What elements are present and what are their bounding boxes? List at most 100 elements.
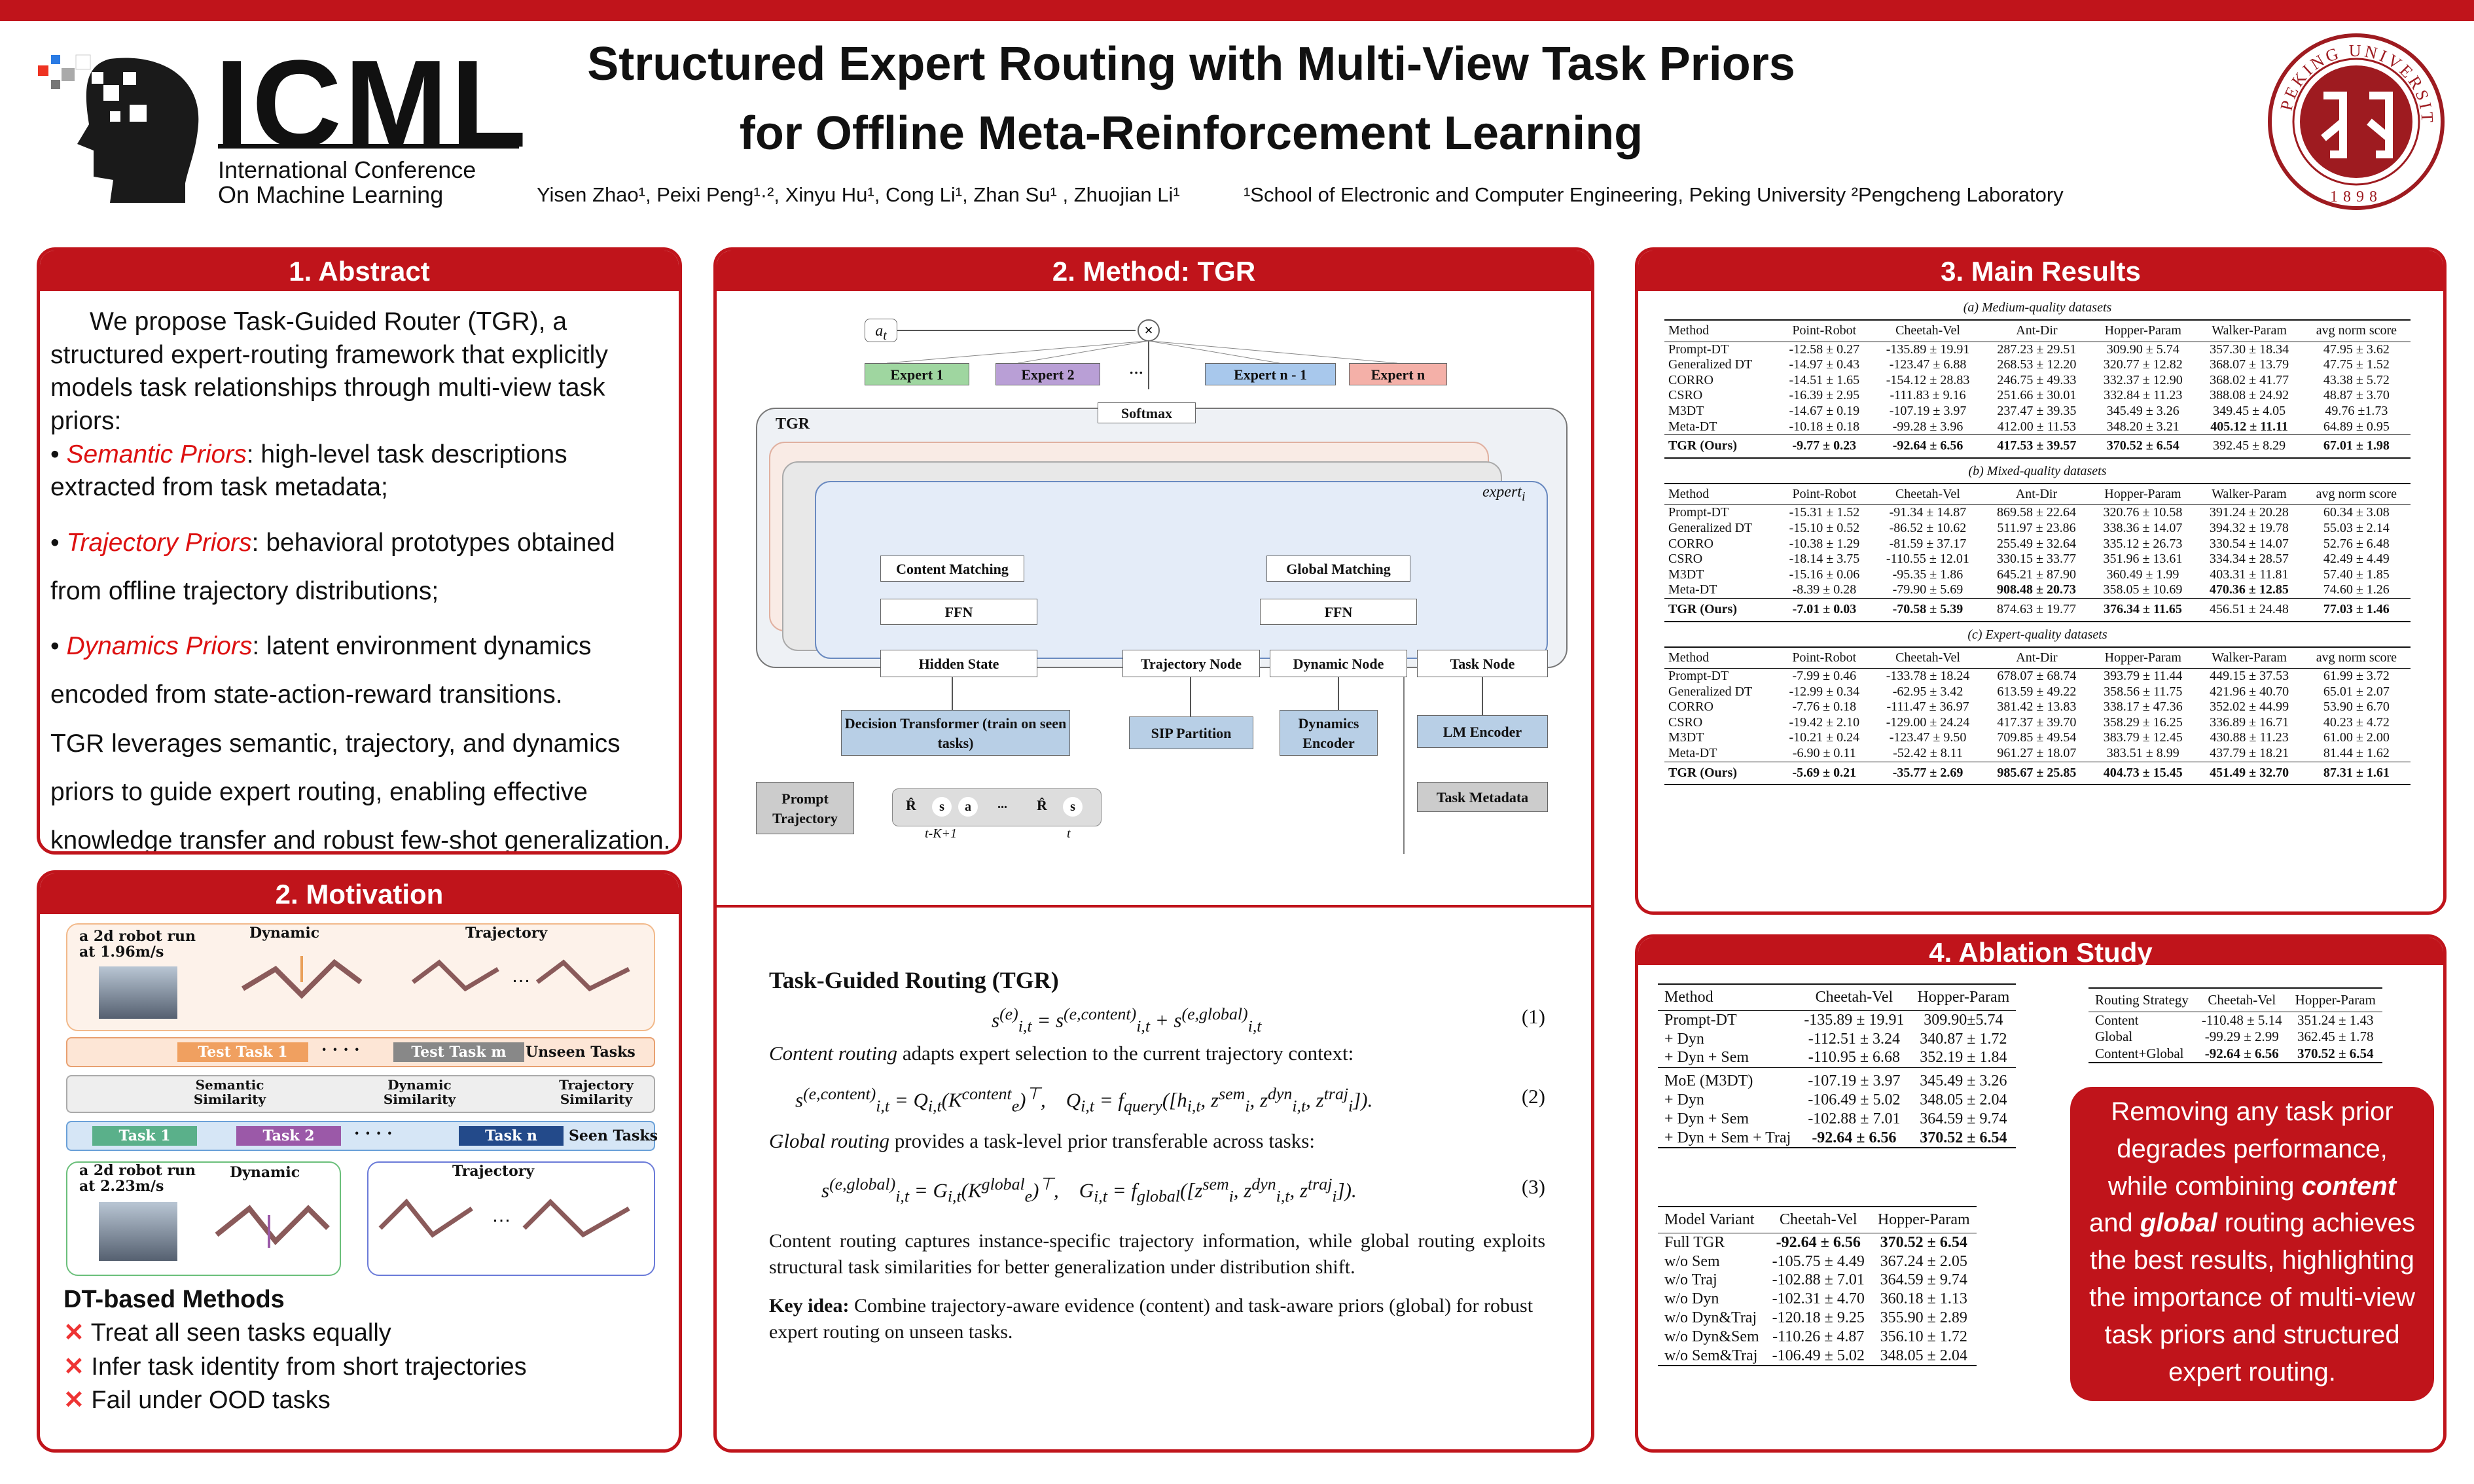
column-header: Ant-Dir [1983, 646, 2090, 669]
seen-task-n: Task n [459, 1126, 564, 1146]
table-cell: -14.97 ± 0.43 [1789, 357, 1860, 372]
seal-icon: PEKING UNIVERSITY 1898 [2257, 15, 2445, 210]
abstract-intro: We propose Task-Guided Router (TGR), a s… [50, 308, 608, 436]
column-header: Cheetah-Vel [2195, 987, 2289, 1013]
table-cell: M3DT [1668, 567, 1704, 582]
table-cell: -105.75 ± 4.49 [1772, 1252, 1865, 1270]
table-cell: 345.49 ± 3.26 [2106, 403, 2179, 418]
expert-i-label: experti [1482, 484, 1526, 504]
table-cell: 364.59 ± 9.74 [1880, 1271, 1967, 1289]
method-divider [717, 905, 1591, 908]
token-r: R̂ [906, 797, 916, 813]
table-cell: Prompt-DT [1668, 505, 1729, 520]
column-header: Point-Robot [1776, 646, 1873, 669]
robot-image-1 [99, 966, 177, 1019]
table-cell: -111.83 ± 9.16 [1890, 388, 1966, 403]
table-cell: Meta-DT [1668, 419, 1717, 434]
column-header: Cheetah-Vel [1872, 482, 1984, 506]
table-cell: -106.49 ± 5.02 [1808, 1091, 1901, 1108]
column-header: Cheetah-Vel [1872, 646, 1984, 669]
table-cell: -154.12 ± 28.83 [1886, 372, 1970, 387]
column-header: Hopper-Param [2288, 987, 2382, 1013]
global-routing-desc: provides a task-level prior transferable… [894, 1129, 1315, 1152]
table-cell: 358.29 ± 16.25 [2103, 715, 2183, 730]
seen-example-box-1 [66, 1161, 341, 1276]
table-cell: -10.18 ± 0.18 [1789, 419, 1860, 434]
table-cell: 47.95 ± 3.62 [2323, 342, 2390, 357]
ablation-heading: 4. Ablation Study [1638, 938, 2443, 968]
table-cell: 511.97 ± 23.86 [1997, 520, 2076, 535]
hidden-state-box: Hidden State [880, 650, 1037, 677]
trajectory-sketch-2: … [378, 1198, 630, 1238]
table-cell: 287.23 ± 29.51 [1997, 342, 2077, 357]
table-cell: w/o Sem [1664, 1252, 1720, 1270]
task-node-box: Task Node [1417, 650, 1548, 677]
motivation-panel: 2. Motivation a 2d robot run at 1.96m/s … [37, 870, 682, 1453]
table-cell: 336.89 ± 16.71 [2210, 715, 2289, 730]
table-cell: 330.15 ± 33.77 [1996, 552, 2076, 567]
title-line-1: Structured Expert Routing with Multi-Vie… [587, 38, 1795, 90]
table-cell: 360.49 ± 1.99 [2106, 567, 2179, 582]
table-cell: -15.16 ± 0.06 [1789, 567, 1860, 582]
expert-n-minus-1: Expert n - 1 [1205, 363, 1336, 385]
dynamic-node-box: Dynamic Node [1270, 650, 1407, 677]
seen-example-box-2 [367, 1161, 655, 1276]
expert-n: Expert n [1349, 363, 1447, 385]
table-cell: TGR (Ours) [1664, 597, 1777, 622]
lm-encoder-box: LM Encoder [1417, 715, 1548, 748]
table-cell: w/o Dyn [1664, 1290, 1719, 1308]
tgr-label: TGR [776, 415, 810, 433]
table-cell: 334.34 ± 28.57 [2209, 552, 2289, 567]
table-row: Generalized DT-14.97 ± 0.43-123.47 ± 6.8… [1664, 357, 2411, 373]
content-routing-desc: adapts expert selection to the current t… [902, 1042, 1354, 1065]
table-cell: 370.52 ± 6.54 [2288, 1045, 2382, 1063]
table-cell: -52.42 ± 8.11 [1893, 746, 1963, 761]
dynamic-label-2: Dynamic [230, 1164, 300, 1181]
test-dots: · · · · [321, 1040, 360, 1059]
table-cell: -112.51 ± 3.24 [1808, 1030, 1901, 1048]
table-cell: M3DT [1668, 730, 1704, 745]
trajectory-sketch-1: … [411, 959, 630, 992]
table-cell: CORRO [1668, 699, 1713, 715]
table-cell: -12.99 ± 0.34 [1789, 684, 1860, 699]
table-cell: 48.87 ± 3.70 [2323, 388, 2390, 403]
decision-transformer-box: Decision Transformer (train on seen task… [841, 710, 1070, 756]
table-cell: 364.59 ± 9.74 [1920, 1110, 2007, 1127]
table-cell: 81.44 ± 1.62 [2323, 746, 2390, 761]
table-cell: 60.34 ± 3.08 [2323, 505, 2390, 520]
table-cell: Prompt-DT [1668, 342, 1729, 357]
abstract-heading: 1. Abstract [40, 251, 679, 291]
table-cell: -106.49 ± 5.02 [1765, 1346, 1871, 1367]
table-cell: 268.53 ± 12.20 [1997, 357, 2077, 372]
table-cell: -102.88 ± 7.01 [1808, 1110, 1901, 1127]
svg-text:×: × [1145, 322, 1153, 338]
column-header: Hopper-Param [1910, 983, 2017, 1011]
table-cell: -133.78 ± 18.24 [1886, 669, 1970, 684]
table-cell: Content [2095, 1012, 2139, 1029]
table-cell: Global [2095, 1029, 2133, 1045]
table-cell: 55.03 ± 2.14 [2323, 520, 2390, 535]
table-cell: -102.88 ± 7.01 [1772, 1271, 1865, 1289]
table-cell: 456.51 ± 24.48 [2196, 597, 2303, 622]
table-cell: MoE (M3DT) [1658, 1067, 1798, 1091]
table-cell: 470.36 ± 12.85 [2209, 582, 2289, 597]
table-cell: -79.90 ± 5.69 [1892, 582, 1963, 597]
content-matching-box: Content Matching [880, 556, 1024, 582]
table-cell: -6.90 ± 0.11 [1792, 746, 1856, 761]
ffn-box-2: FFN [1260, 599, 1417, 625]
table-cell: 77.03 ± 1.46 [2302, 597, 2411, 622]
table-cell: 412.00 ± 11.53 [1997, 419, 2077, 434]
dynamic-similarity: Dynamic Similarity [383, 1077, 456, 1107]
table-cell: -135.89 ± 19.91 [1886, 342, 1970, 357]
column-header: Hopper-Param [1871, 1205, 1977, 1233]
ffn-box-1: FFN [880, 599, 1037, 625]
